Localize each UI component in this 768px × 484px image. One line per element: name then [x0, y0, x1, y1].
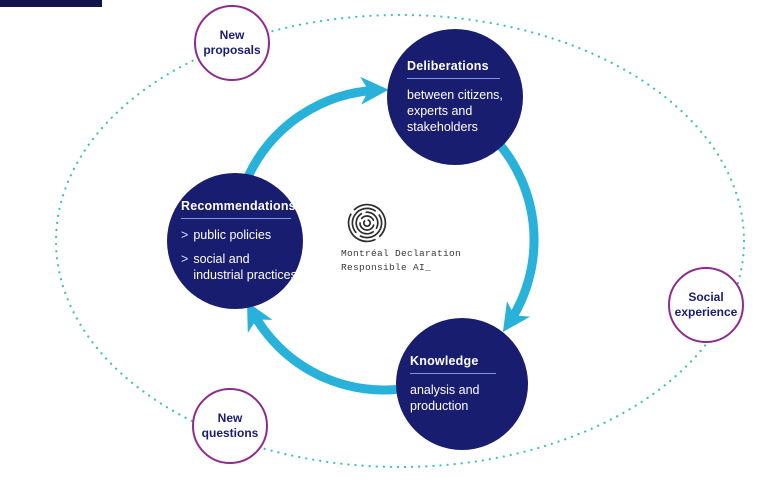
recommendation-item-text: public policies	[193, 227, 271, 243]
node-recommendations-content: Recommendations > public policies > soci…	[167, 199, 303, 283]
recommendation-item: > public policies	[181, 227, 303, 243]
satellite-new-proposals: New proposals	[194, 5, 270, 81]
node-line: public policies	[193, 228, 272, 242]
node-line: analysis and	[410, 383, 480, 397]
chevron-bullet-icon: >	[181, 252, 189, 266]
fingerprint-icon	[347, 203, 387, 243]
heading-underline	[181, 218, 291, 219]
heading-underline	[407, 78, 500, 79]
dotted-orbit-ellipse	[54, 13, 746, 469]
logo-line-1: Montréal Declaration	[341, 248, 462, 259]
satellite-label: New	[219, 28, 245, 42]
heading-underline	[410, 373, 496, 374]
node-line: production	[410, 399, 469, 413]
satellite-label: questions	[201, 426, 259, 440]
satellite-label: experience	[674, 305, 738, 319]
node-knowledge: Knowledge analysis and production	[396, 318, 528, 450]
center-logo-text: Montréal Declaration Responsible AI_	[341, 247, 461, 275]
node-line: stakeholders	[407, 120, 478, 134]
top-edge-artifact	[0, 0, 102, 7]
arrow-deliberations-to-knowledge-icon	[492, 136, 539, 332]
node-recommendations: Recommendations > public policies > soci…	[167, 173, 303, 309]
arrow-recommendations-to-deliberations-icon	[244, 76, 389, 179]
chevron-bullet-icon: >	[181, 228, 189, 242]
node-heading: Recommendations	[181, 199, 296, 213]
node-knowledge-content: Knowledge analysis and production	[396, 354, 528, 414]
satellite-label: proposals	[203, 43, 261, 57]
node-heading: Knowledge	[410, 354, 479, 368]
satellite-label: Social	[688, 290, 724, 304]
satellite-new-questions: New questions	[192, 388, 268, 464]
node-heading: Deliberations	[407, 59, 489, 73]
node-line: industrial practices	[193, 268, 297, 282]
node-line: experts and	[407, 104, 473, 118]
node-deliberations-content: Deliberations between citizens, experts …	[387, 59, 523, 135]
node-line: between citizens,	[407, 88, 503, 102]
node-deliberations: Deliberations between citizens, experts …	[387, 29, 523, 165]
satellite-label: New	[217, 411, 243, 425]
node-line: social and	[193, 252, 250, 266]
recommendation-item: > social and industrial practices	[181, 251, 303, 283]
recommendation-item-text: social and industrial practices	[193, 251, 297, 283]
satellite-social-experience: Social experience	[668, 267, 744, 343]
arrow-knowledge-to-recommendations-icon	[247, 301, 412, 395]
logo-line-2: Responsible AI_	[341, 262, 432, 273]
